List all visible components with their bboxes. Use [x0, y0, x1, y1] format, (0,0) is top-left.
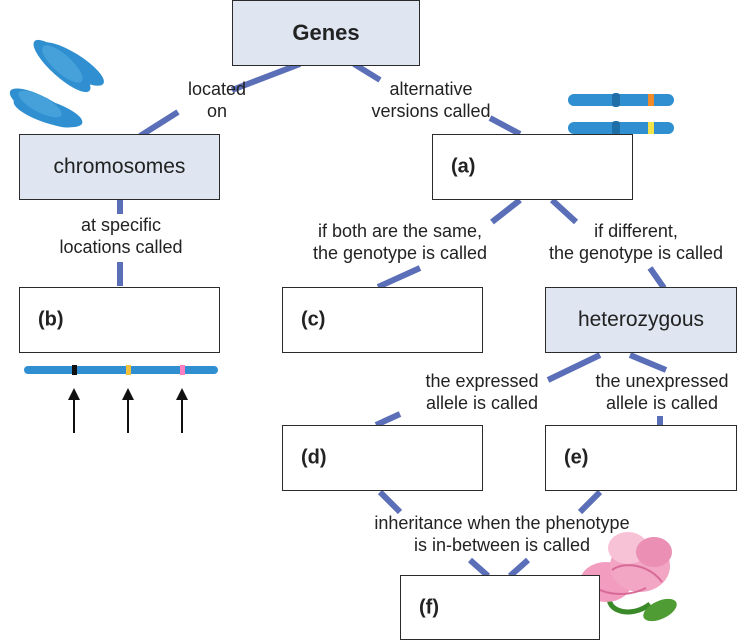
connector-inbetween-f-right: [508, 557, 530, 579]
genes-box: Genes: [232, 0, 420, 66]
answer-f-label: (f): [419, 596, 439, 618]
connector-different-het: [647, 266, 667, 290]
link-expressed: the expressed allele is called: [425, 371, 539, 413]
chromosomes-label: chromosomes: [53, 155, 186, 178]
link-inbetween: inheritance when the phenotype is in-bet…: [374, 513, 630, 555]
answer-box-f[interactable]: (f): [400, 575, 600, 640]
answer-box-b[interactable]: (b): [19, 287, 220, 353]
connector-het-expressed: [546, 352, 602, 383]
connector-genes-alternative: [352, 61, 382, 83]
chromosome-x-icon: [33, 39, 104, 93]
homologous-chromosomes-icon: [9, 88, 83, 128]
locus-arrows: [68, 388, 188, 433]
answer-b-label: (b): [38, 308, 64, 331]
heterozygous-label: heterozygous: [577, 308, 705, 331]
link-unexpressed: the unexpressed allele is called: [595, 371, 729, 413]
connector-alternative-a: [488, 115, 522, 137]
connector-het-unexpressed: [628, 352, 668, 373]
link-located-on: located on: [187, 79, 247, 121]
connector-e-inbetween: [577, 489, 603, 515]
connector-a-both: [490, 197, 522, 225]
connector-inbetween-f-left: [468, 557, 490, 579]
genes-label: Genes: [292, 20, 360, 45]
chromosome-loci-icon: [24, 365, 218, 375]
answer-box-d[interactable]: (d): [282, 425, 483, 491]
link-alternative-versions: alternative versions called: [371, 79, 491, 121]
answer-e-label: (e): [564, 446, 589, 469]
connector-located-chromosomes: [138, 109, 180, 139]
answer-box-e[interactable]: (e): [545, 425, 737, 491]
connector-expressed-d: [374, 411, 402, 428]
connector-d-inbetween: [377, 489, 403, 515]
answer-box-c[interactable]: (c): [282, 287, 483, 353]
answer-box-a[interactable]: (a): [432, 134, 633, 200]
connector-a-different: [549, 197, 579, 225]
allele-chromosome-pair-icon: [568, 93, 674, 135]
heterozygous-box: heterozygous: [545, 287, 737, 353]
link-both-same: if both are the same, the genotype is ca…: [312, 221, 488, 263]
link-specific-locations: at specific locations called: [46, 214, 196, 258]
connector-genes-located: [230, 61, 302, 93]
chromosomes-box: chromosomes: [19, 134, 220, 200]
connector-both-c: [376, 265, 422, 290]
answer-d-label: (d): [301, 446, 327, 469]
answer-c-label: (c): [301, 308, 326, 331]
link-different: if different, the genotype is called: [548, 221, 724, 263]
answer-a-label: (a): [451, 155, 476, 178]
